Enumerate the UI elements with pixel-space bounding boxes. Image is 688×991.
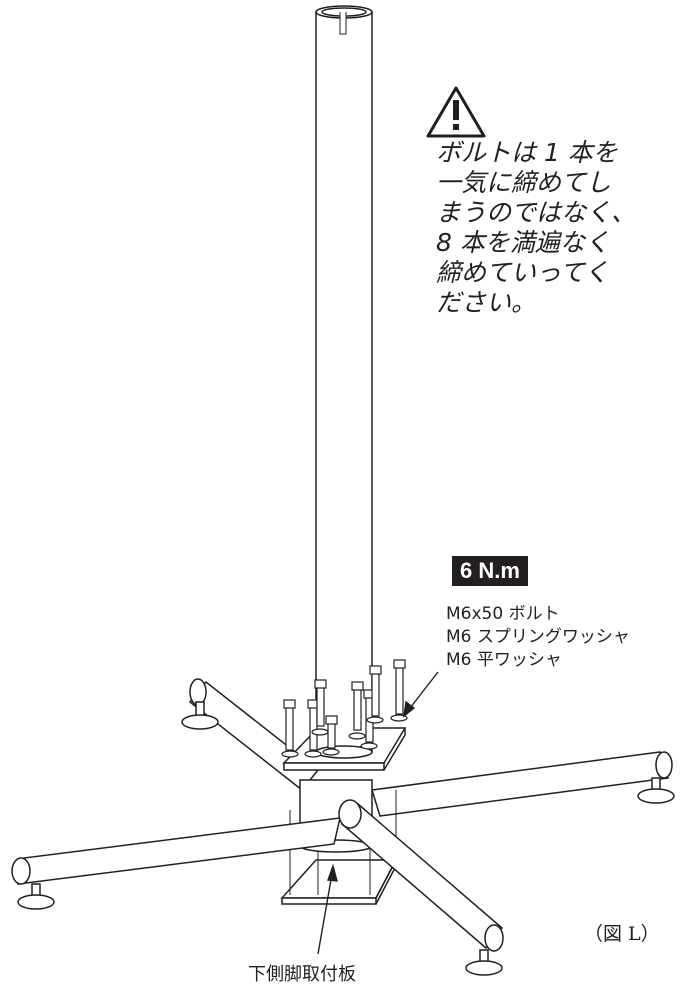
warning-line: ボルトは 1 本を	[436, 138, 618, 167]
vertical-pole	[315, 5, 373, 759]
parts-item: M6 スプリングワッシャ	[446, 627, 630, 647]
warning-triangle-icon	[426, 86, 486, 138]
callout-arrows	[317, 671, 439, 955]
warning-line: ださい。	[436, 288, 537, 317]
leg-back-left	[181, 678, 320, 792]
warning-line: 8 本を満遍なく	[436, 228, 610, 257]
leg-front-right	[338, 799, 504, 976]
parts-item: M6 平ワッシャ	[446, 650, 562, 670]
warning-line: 締めていってく	[436, 258, 610, 287]
warning-text: ボルトは 1 本を 一気に締めてし まうのではなく、 8 本を満遍なく 締めてい…	[436, 138, 656, 318]
torque-badge: 6 N.m	[452, 556, 528, 586]
figure-label: （図 L）	[584, 923, 660, 945]
parts-list: M6x50 ボルト M6 スプリングワッシャ M6 平ワッシャ	[446, 603, 686, 672]
leg-right	[371, 751, 675, 817]
warning-line: 一気に締めてし	[436, 168, 612, 197]
leg-front-left	[11, 817, 341, 910]
lower-mounting-plate	[280, 859, 398, 905]
lower-plate-label: 下側脚取付板	[248, 964, 356, 985]
warning-line: まうのではなく、	[436, 198, 637, 227]
parts-item: M6x50 ボルト	[446, 604, 560, 624]
bolt-set	[281, 659, 408, 758]
